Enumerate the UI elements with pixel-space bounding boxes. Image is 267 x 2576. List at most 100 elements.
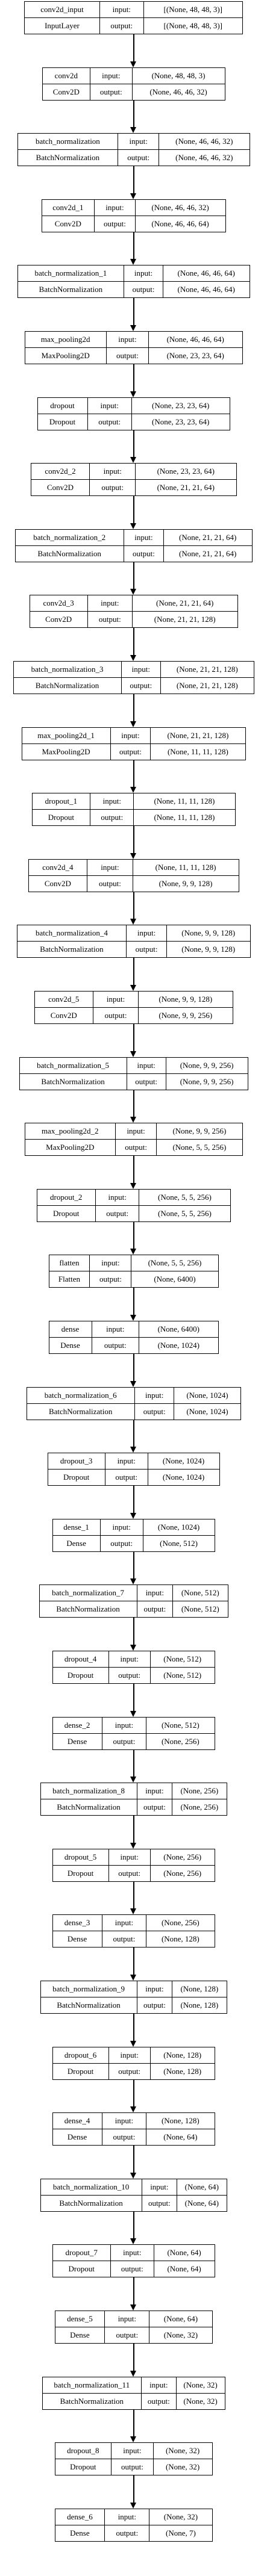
layer-type: BatchNormalization — [13, 677, 122, 694]
layer-name: conv2d_2 — [31, 464, 90, 480]
layer-name: conv2d_5 — [34, 992, 93, 1008]
layer-name: conv2d_4 — [28, 859, 88, 876]
layer-name: max_pooling2d — [25, 332, 107, 348]
layer-type: Conv2D — [42, 83, 91, 100]
arrow-head-icon — [130, 721, 136, 727]
output-shape: (None, 9, 9, 128) — [132, 875, 239, 892]
layer-name: conv2d_3 — [30, 595, 88, 612]
input-shape: (None, 128) — [146, 2113, 215, 2130]
input-shape: (None, 23, 23, 64) — [134, 464, 236, 480]
output-shape: (None, 64) — [153, 2261, 215, 2277]
input-port-label: input: — [121, 662, 162, 678]
input-shape: (None, 1024) — [142, 1519, 215, 1536]
edge-line — [133, 2475, 134, 2503]
layer-name: batch_normalization_2 — [15, 529, 124, 546]
layer-type: BatchNormalization — [17, 941, 127, 958]
layer-type: Dense — [49, 1337, 92, 1353]
input-port-label: input: — [108, 1651, 151, 1668]
arrow-head-icon — [130, 127, 136, 134]
layer-type: Conv2D — [42, 215, 95, 232]
output-port-label: output: — [141, 2194, 178, 2211]
edge-line — [133, 298, 134, 326]
input-port-label: input: — [115, 1123, 157, 1140]
layer-type: BatchNormalization — [17, 149, 119, 166]
input-shape: (None, 256) — [172, 1783, 227, 1800]
edge-line — [133, 1024, 134, 1052]
edge-line — [133, 2079, 134, 2108]
output-shape: [(None, 48, 48, 3)] — [143, 17, 242, 34]
layer-name: dropout_6 — [52, 2047, 109, 2064]
layer-type: Dropout — [55, 2459, 112, 2475]
layer-type: Dense — [52, 1931, 102, 1948]
output-port-label: output: — [108, 2062, 151, 2079]
layer-type: Dropout — [32, 809, 91, 826]
output-shape: (None, 9, 9, 128) — [166, 941, 250, 958]
edge-line — [133, 2344, 134, 2371]
arrow-head-icon — [130, 1249, 136, 1255]
output-shape: (None, 64) — [177, 2194, 227, 2211]
input-port-label: input: — [89, 464, 136, 480]
layer-name: batch_normalization_10 — [40, 2179, 142, 2196]
output-shape: (None, 1024) — [174, 1403, 240, 1420]
output-shape: (None, 46, 46, 64) — [162, 281, 250, 298]
input-port-label: input: — [126, 1057, 166, 1074]
input-shape: (None, 48, 48, 3) — [131, 67, 225, 84]
layer-type: MaxPooling2D — [25, 347, 107, 364]
layer-name: flatten — [49, 1255, 90, 1272]
output-port-label: output: — [123, 545, 164, 562]
layer-name: dropout_5 — [52, 1849, 109, 1866]
output-shape: (None, 1024) — [147, 1469, 219, 1486]
output-port-label: output: — [136, 1601, 174, 1618]
input-port-label: input: — [101, 1915, 147, 1932]
edge-line — [133, 562, 134, 590]
arrow-head-icon — [130, 589, 136, 595]
input-port-label: input: — [95, 1189, 140, 1206]
output-port-label: output: — [99, 1535, 143, 1551]
arrow-head-icon — [130, 1645, 136, 1651]
arrow-head-icon — [130, 2304, 136, 2311]
output-port-label: output: — [90, 809, 134, 826]
output-port-label: output: — [90, 83, 133, 100]
edge-line — [133, 2014, 134, 2041]
input-shape: (None, 21, 21, 128) — [150, 727, 245, 744]
layer-type: Dense — [52, 1535, 101, 1551]
input-shape: (None, 1024) — [147, 1453, 219, 1470]
output-port-label: output: — [87, 875, 133, 892]
edge-line — [133, 1354, 134, 1382]
arrow-head-icon — [130, 1182, 136, 1189]
arrow-head-icon — [130, 1777, 136, 1783]
layer-type: BatchNormalization — [15, 545, 124, 562]
arrow-head-icon — [130, 655, 136, 661]
input-port-label: input: — [136, 1585, 174, 1602]
output-port-label: output: — [104, 2327, 150, 2343]
layer-type: Dropout — [48, 1469, 105, 1486]
layer-type: BatchNormalization — [40, 1799, 137, 1816]
edge-line — [133, 1221, 134, 1250]
input-shape: (None, 46, 46, 64) — [162, 265, 250, 282]
edge-line — [133, 2211, 134, 2239]
input-port-label: input: — [104, 2509, 150, 2525]
output-shape: (None, 1024) — [139, 1337, 218, 1353]
output-shape: (None, 64) — [146, 2129, 215, 2146]
edge-line — [133, 496, 134, 524]
output-shape: (None, 256) — [146, 1733, 215, 1749]
arrow-head-icon — [130, 1117, 136, 1123]
output-port-label: output: — [105, 347, 149, 364]
layer-type: Dropout — [52, 2062, 109, 2079]
output-port-label: output: — [110, 2261, 154, 2277]
input-shape: (None, 1024) — [174, 1387, 240, 1404]
input-shape: (None, 9, 9, 256) — [156, 1123, 242, 1140]
